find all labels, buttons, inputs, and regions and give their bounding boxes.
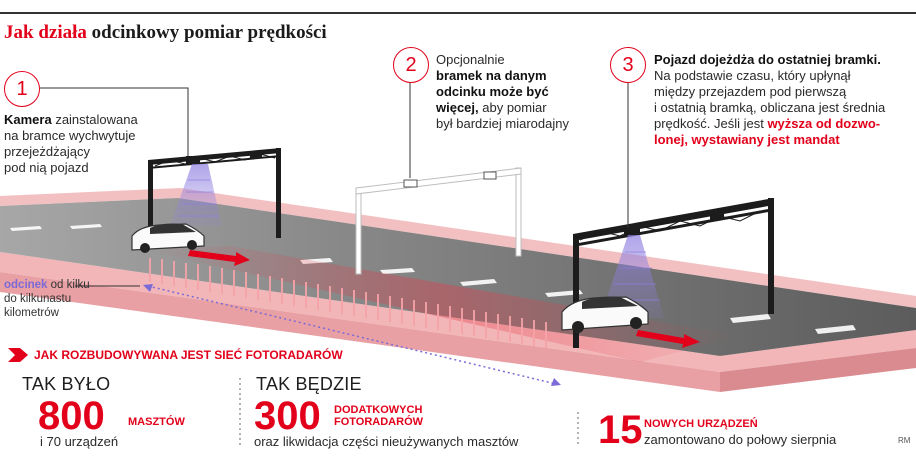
segment-arrow <box>143 284 561 386</box>
road <box>0 188 916 392</box>
new-unit: NOWYCH URZĄDZEŃ <box>644 418 758 430</box>
step-1-number: 1 <box>4 71 40 107</box>
before-number: 800 <box>38 394 105 438</box>
credit: RM <box>898 436 911 445</box>
before-unit: MASZTÓW <box>128 416 185 428</box>
step-1-text: Kamera zainstalowana na bramce wychwytuj… <box>4 112 138 175</box>
page-title: Jak działa odcinkowy pomiar prędkości <box>4 22 327 43</box>
after-heading: TAK BĘDZIE <box>256 374 362 394</box>
car-1 <box>131 223 205 253</box>
new-number: 15 <box>598 408 643 452</box>
leader-1 <box>40 87 189 156</box>
network-title: JAK ROZBUDOWYWANA JEST SIEĆ FOTORADARÓW <box>34 348 343 362</box>
camera-icon <box>403 179 418 188</box>
step-2-number: 2 <box>393 47 429 83</box>
step-2-text: Opcjonalnie bramek na danym odcinku może… <box>436 52 569 131</box>
before-heading: TAK BYŁO <box>22 374 111 394</box>
step-3-number: 3 <box>610 47 646 83</box>
camera-icon <box>186 156 200 164</box>
new-note: zamontowano do połowy sierpnia <box>644 432 837 447</box>
camera-icon <box>624 226 640 235</box>
red-arrow-icon <box>8 348 28 362</box>
gantry-1 <box>148 148 281 248</box>
gantry-2 <box>355 167 522 275</box>
after-note: oraz likwidacja części nieużywanych masz… <box>254 434 519 449</box>
car-2 <box>561 296 649 333</box>
segment-label: odcinek od kilku do kilkunastu kilometró… <box>4 279 90 319</box>
before-note: i 70 urządzeń <box>40 434 119 449</box>
after-unit: DODATKOWYCH FOTORADARÓW <box>334 404 424 428</box>
step-3-text: Pojazd dojeżdża do ostatniej bramki. Na … <box>654 52 886 147</box>
top-rule <box>0 12 916 14</box>
separator-dotted <box>239 378 579 446</box>
direction-arrow-1 <box>188 250 250 266</box>
direction-arrow-2 <box>636 330 700 348</box>
after-number: 300 <box>254 394 321 438</box>
